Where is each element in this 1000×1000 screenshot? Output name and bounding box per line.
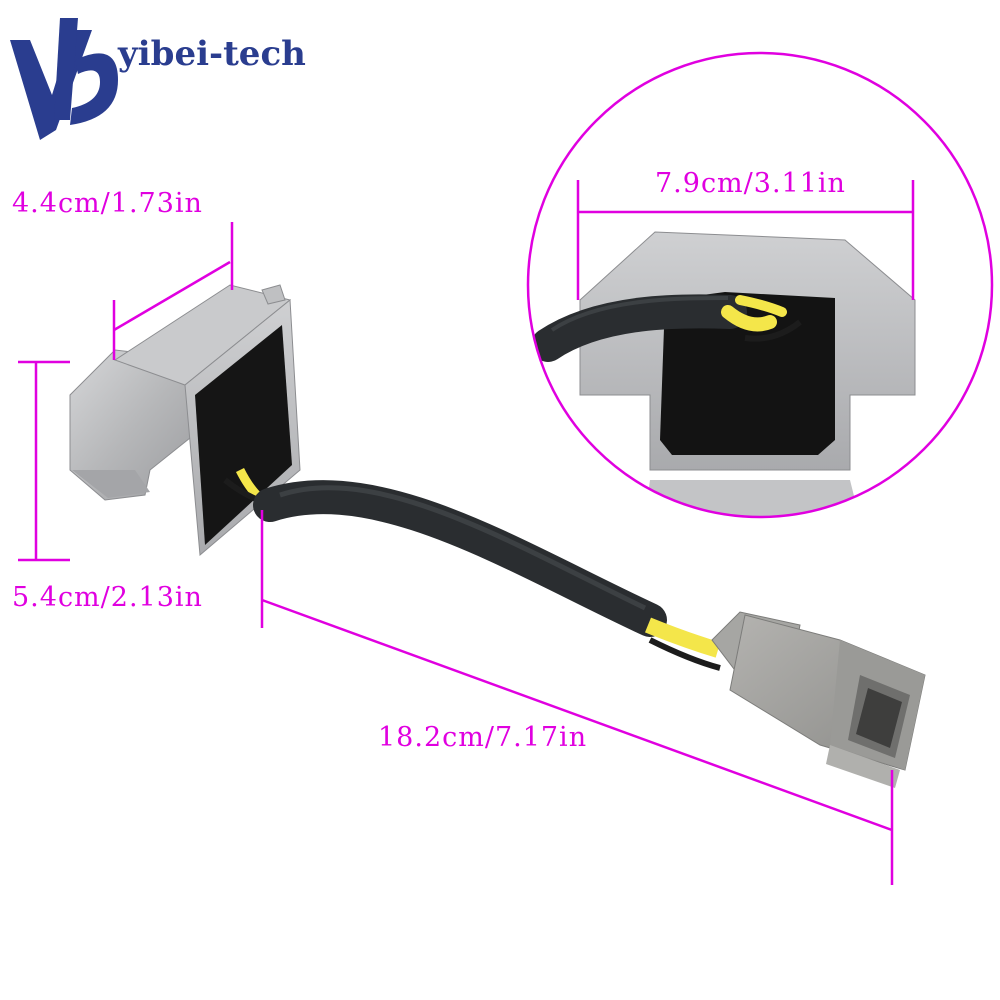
connector-plug — [711, 611, 926, 788]
width-dimension-label: 4.4cm/1.73in — [12, 188, 203, 219]
detail-inset — [526, 51, 994, 519]
inset-width-dimension-label: 7.9cm/3.11in — [655, 168, 846, 199]
yb-monogram-icon — [10, 18, 118, 140]
cable-length-dimension-label: 18.2cm/7.17in — [378, 722, 588, 753]
dimension-lines — [18, 180, 915, 885]
brand-name: yibei-tech — [118, 34, 306, 74]
height-dimension-label: 5.4cm/2.13in — [12, 582, 203, 613]
cable — [223, 467, 721, 671]
